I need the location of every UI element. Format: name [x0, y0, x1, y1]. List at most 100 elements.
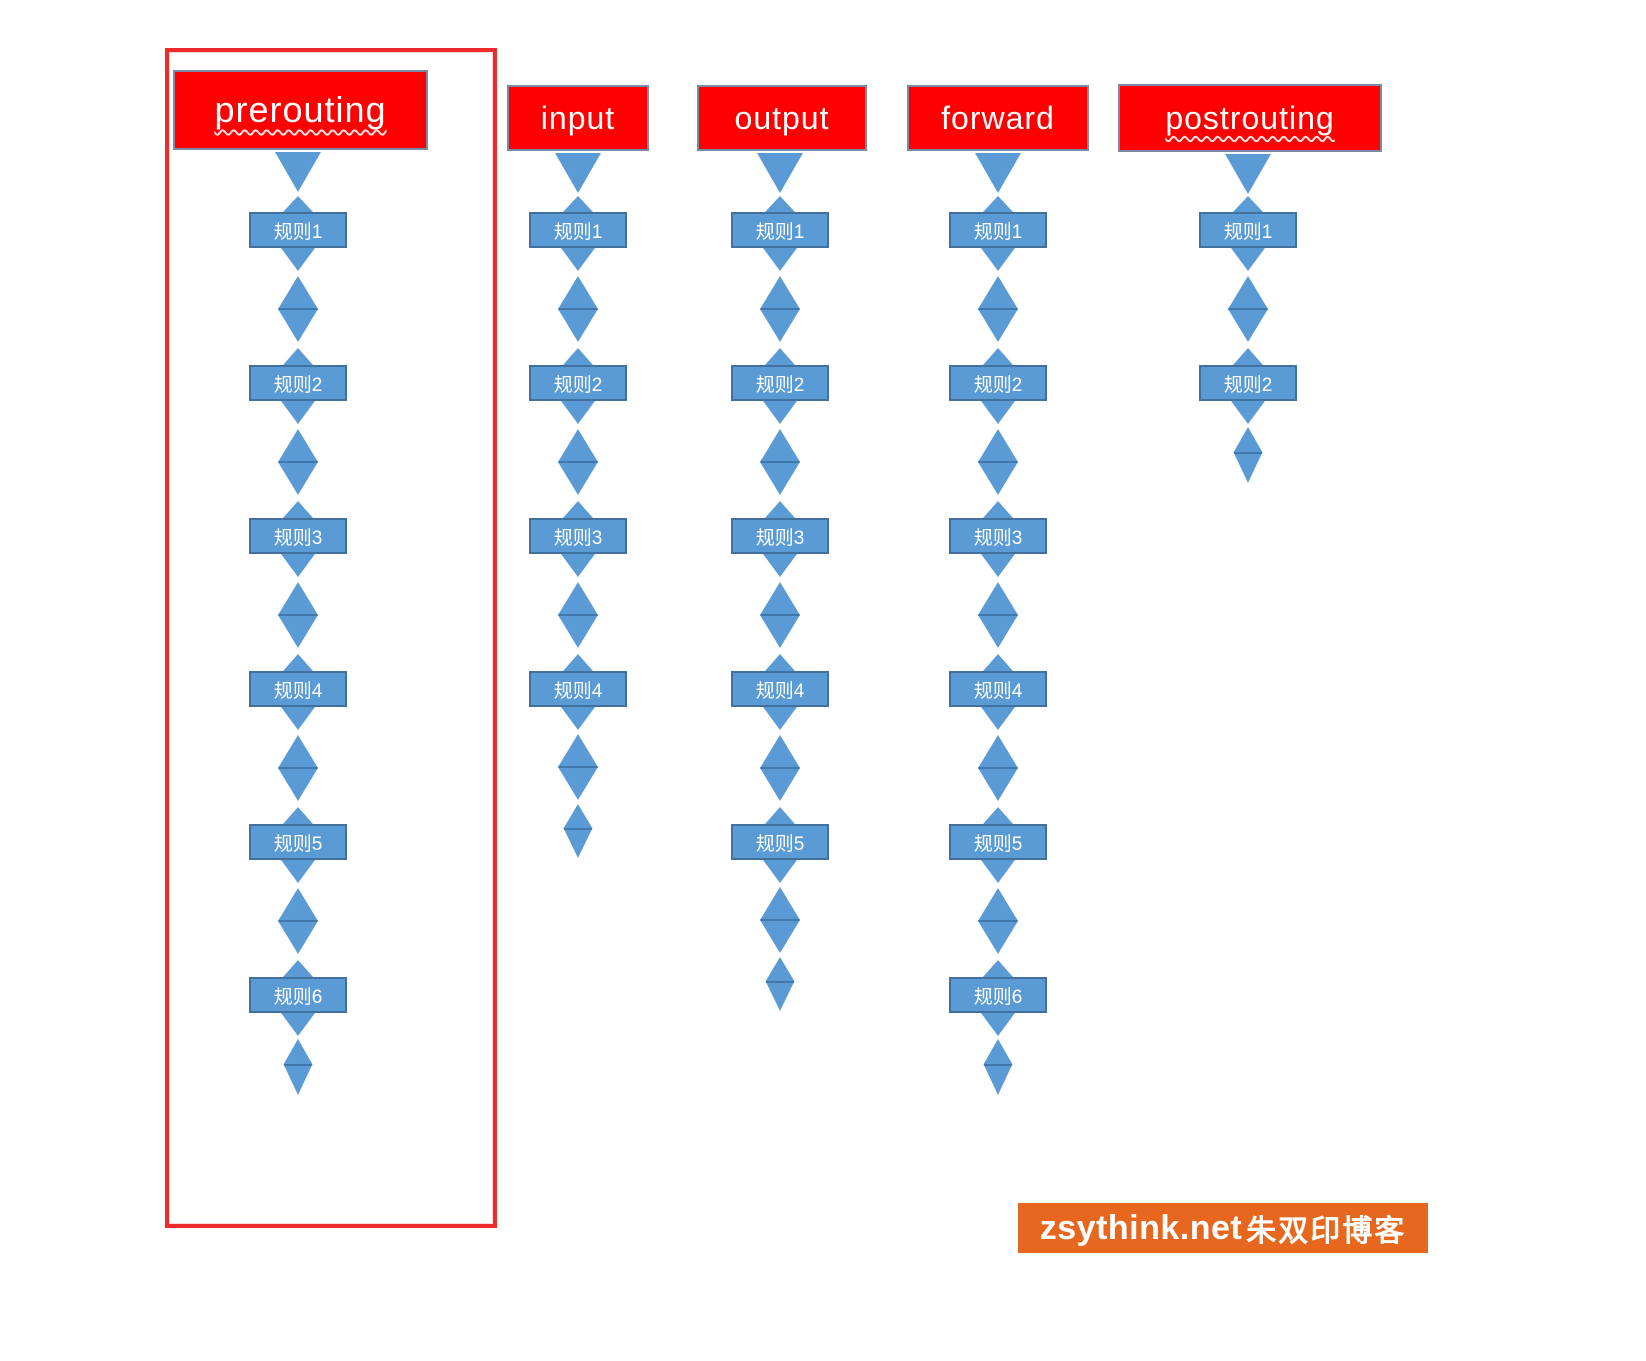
shape-seam [760, 767, 800, 769]
flow-arrow-down-icon [763, 860, 797, 883]
flow-taper-icon [765, 196, 795, 212]
rule-box: 规则5 [949, 824, 1047, 860]
flow-taper-icon [983, 501, 1013, 518]
chain-header-label: output [734, 99, 830, 136]
flow-taper-icon [765, 654, 795, 671]
decision-diamond-icon [1228, 276, 1268, 342]
chain-header-output: output [697, 85, 867, 151]
flow-arrow-down-icon [561, 248, 595, 271]
flow-arrow-down-icon [763, 554, 797, 577]
rule-box: 规则2 [949, 365, 1047, 401]
decision-diamond-icon [978, 276, 1018, 342]
flow-taper-icon [1233, 196, 1263, 212]
decision-diamond-icon [978, 888, 1018, 954]
rule-box: 规则4 [731, 671, 829, 707]
flow-arrow-down-icon [981, 707, 1015, 730]
decision-diamond-icon [760, 429, 800, 495]
decision-diamond-icon [760, 735, 800, 801]
shape-seam [978, 308, 1018, 310]
decision-diamond-icon [760, 887, 800, 953]
flow-taper-icon [765, 501, 795, 518]
flow-arrow-down-icon [757, 153, 803, 193]
flow-taper-icon [563, 348, 593, 365]
chain-end-diamond-icon [765, 957, 795, 1011]
shape-seam [978, 920, 1018, 922]
rule-label: 规则2 [273, 374, 323, 396]
flow-taper-icon [983, 348, 1013, 365]
rule-box: 规则3 [731, 518, 829, 554]
rule-label: 规则6 [273, 986, 323, 1008]
decision-diamond-icon [558, 582, 598, 648]
rule-box: 规则3 [949, 518, 1047, 554]
shape-seam [765, 981, 795, 984]
flow-arrow-down-icon [763, 401, 797, 424]
chain-header-label: postrouting [1165, 99, 1335, 136]
rule-box: 规则2 [1199, 365, 1297, 401]
rule-label: 规则2 [1223, 374, 1273, 396]
rule-box: 规则2 [249, 365, 347, 401]
chain-header-label: prerouting [214, 89, 387, 130]
shape-seam [283, 1064, 313, 1067]
chain-header-label: forward [941, 99, 1055, 136]
shape-seam [978, 767, 1018, 769]
rule-label: 规则5 [273, 833, 323, 855]
shape-seam [558, 461, 598, 463]
shape-seam [278, 767, 318, 769]
flow-arrow-down-icon [1231, 248, 1265, 271]
flow-arrow-down-icon [561, 401, 595, 424]
flow-arrow-down-icon [981, 860, 1015, 883]
rule-label: 规则6 [973, 986, 1023, 1008]
shape-seam [760, 461, 800, 463]
flow-taper-icon [983, 960, 1013, 977]
rule-box: 规则4 [249, 671, 347, 707]
flow-taper-icon [563, 501, 593, 518]
rule-box: 规则1 [1199, 212, 1297, 248]
flow-arrow-down-icon [561, 707, 595, 730]
rule-label: 规则5 [755, 833, 805, 855]
flow-arrow-down-icon [561, 554, 595, 577]
flow-taper-icon [563, 654, 593, 671]
flow-taper-icon [983, 807, 1013, 824]
rule-label: 规则4 [553, 680, 603, 702]
rule-box: 规则6 [949, 977, 1047, 1013]
rule-box: 规则6 [249, 977, 347, 1013]
rule-box: 规则2 [529, 365, 627, 401]
flow-arrow-down-icon [1225, 154, 1271, 194]
rule-box: 规则1 [529, 212, 627, 248]
decision-diamond-icon [558, 276, 598, 342]
rule-label: 规则5 [973, 833, 1023, 855]
decision-diamond-icon [760, 276, 800, 342]
shape-seam [760, 614, 800, 616]
shape-seam [978, 614, 1018, 616]
flow-taper-icon [765, 348, 795, 365]
rule-label: 规则4 [755, 680, 805, 702]
shape-seam [558, 766, 598, 768]
rule-label: 规则1 [273, 221, 323, 243]
rule-label: 规则3 [973, 527, 1023, 549]
decision-diamond-icon [558, 429, 598, 495]
rule-label: 规则1 [755, 221, 805, 243]
rule-label: 规则2 [973, 374, 1023, 396]
rule-label: 规则2 [553, 374, 603, 396]
chain-end-diamond-icon [983, 1039, 1013, 1095]
chain-header-label: input [540, 99, 616, 136]
flow-taper-icon [765, 807, 795, 824]
shape-seam [563, 828, 593, 831]
shape-seam [760, 919, 800, 921]
shape-seam [558, 308, 598, 310]
watermark-site: zsythink.net [1039, 1208, 1243, 1247]
rule-label: 规则4 [273, 680, 323, 702]
rule-box: 规则4 [529, 671, 627, 707]
flow-taper-icon [983, 654, 1013, 671]
rule-label: 规则1 [973, 221, 1023, 243]
chain-end-diamond-icon [563, 804, 593, 858]
rule-label: 规则4 [973, 680, 1023, 702]
rule-label: 规则3 [755, 527, 805, 549]
flow-taper-icon [1233, 348, 1263, 365]
rule-label: 规则2 [755, 374, 805, 396]
rule-box: 规则2 [731, 365, 829, 401]
chain-end-diamond-icon [1233, 427, 1263, 483]
flow-arrow-down-icon [981, 554, 1015, 577]
flow-arrow-down-icon [981, 248, 1015, 271]
